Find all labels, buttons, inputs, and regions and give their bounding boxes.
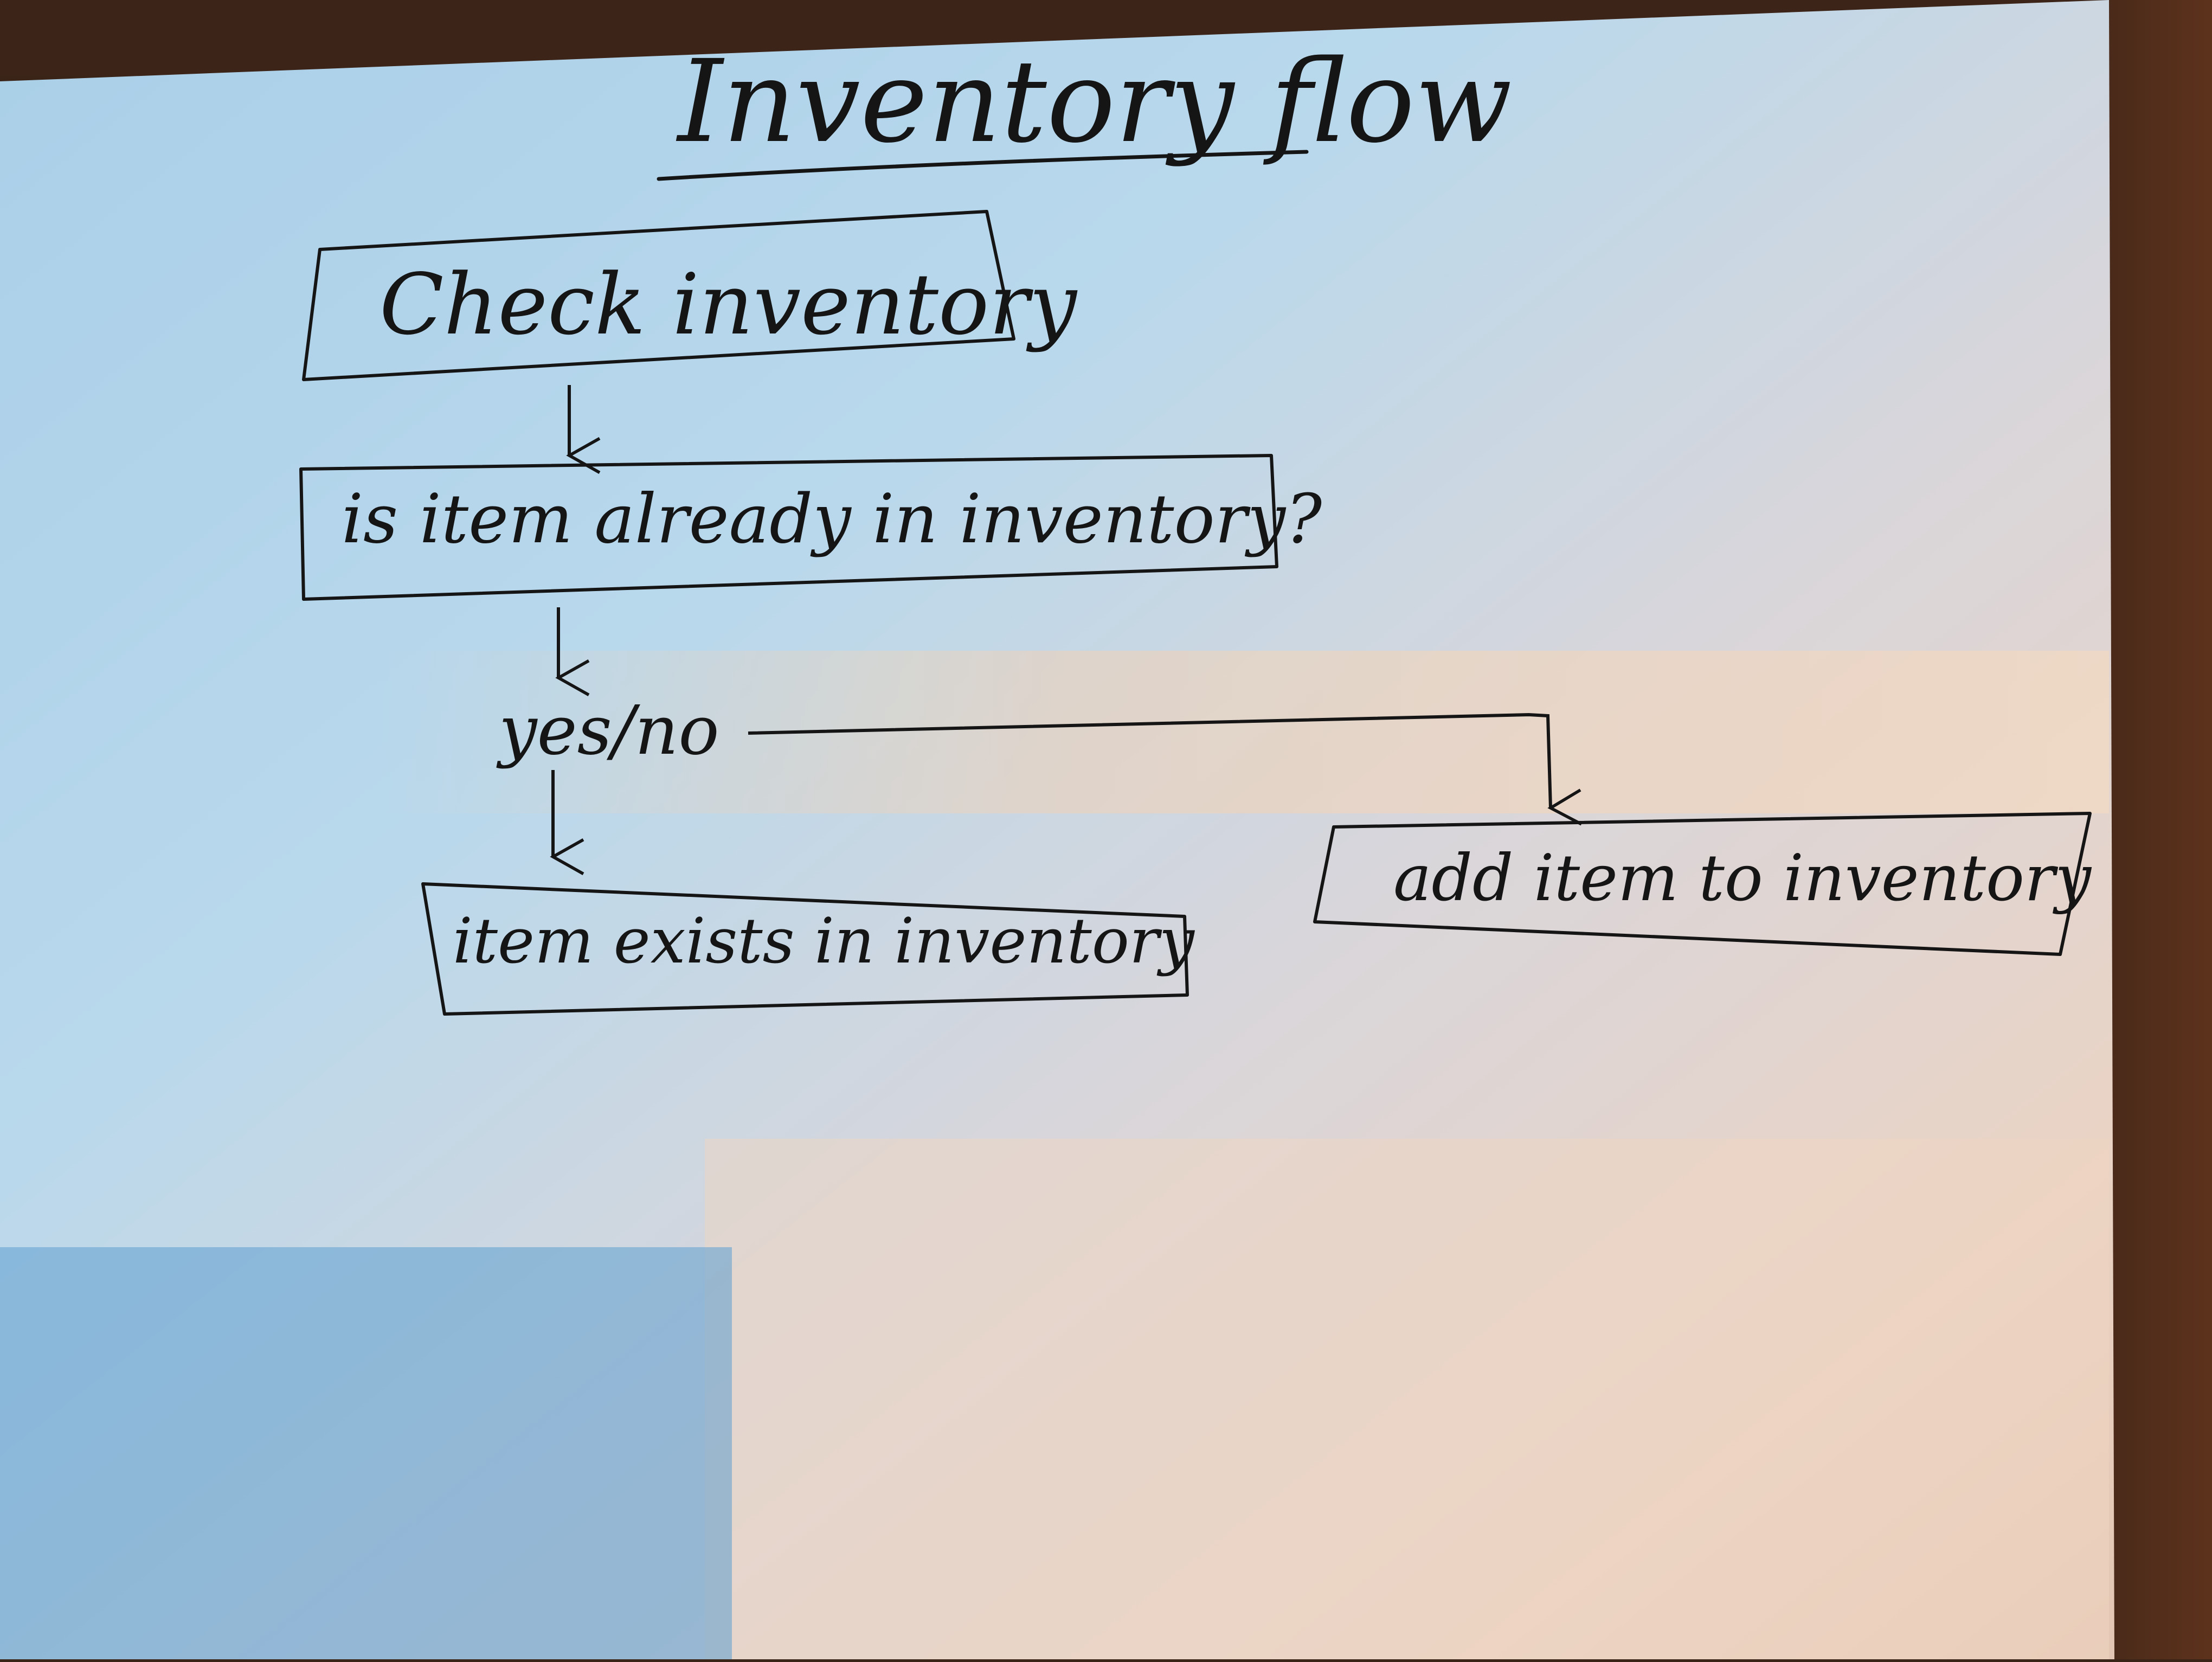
node-box: [1313, 812, 2092, 956]
node-box: [421, 882, 1189, 1016]
node-label: is item already in inventory?: [342, 480, 1322, 559]
title-underline: [657, 150, 1309, 181]
node-add-item: add item to inventory: [1313, 812, 2092, 956]
decision-yes-no: yes/no: [496, 691, 719, 770]
edge-decision-to-add: [748, 713, 1583, 826]
paper-warm-band: [380, 651, 2109, 813]
node-box: [299, 454, 1278, 601]
node-check-inventory: Check inventory: [302, 210, 1078, 381]
node-item-exists: item exists in inventory: [421, 882, 1195, 1016]
diagram-title: Inventory flow: [676, 35, 1512, 168]
table-right-edge: [2109, 0, 2212, 1659]
node-box: [302, 210, 1015, 381]
paper-blue-shadow: [0, 1247, 732, 1659]
node-label: Check inventory: [380, 255, 1078, 354]
node-is-item-in-inventory: is item already in inventory?: [299, 454, 1322, 601]
paper-warm-band-lower: [705, 1139, 2109, 1659]
node-label: add item to inventory: [1393, 840, 2092, 915]
node-label: item exists in inventory: [453, 905, 1195, 978]
